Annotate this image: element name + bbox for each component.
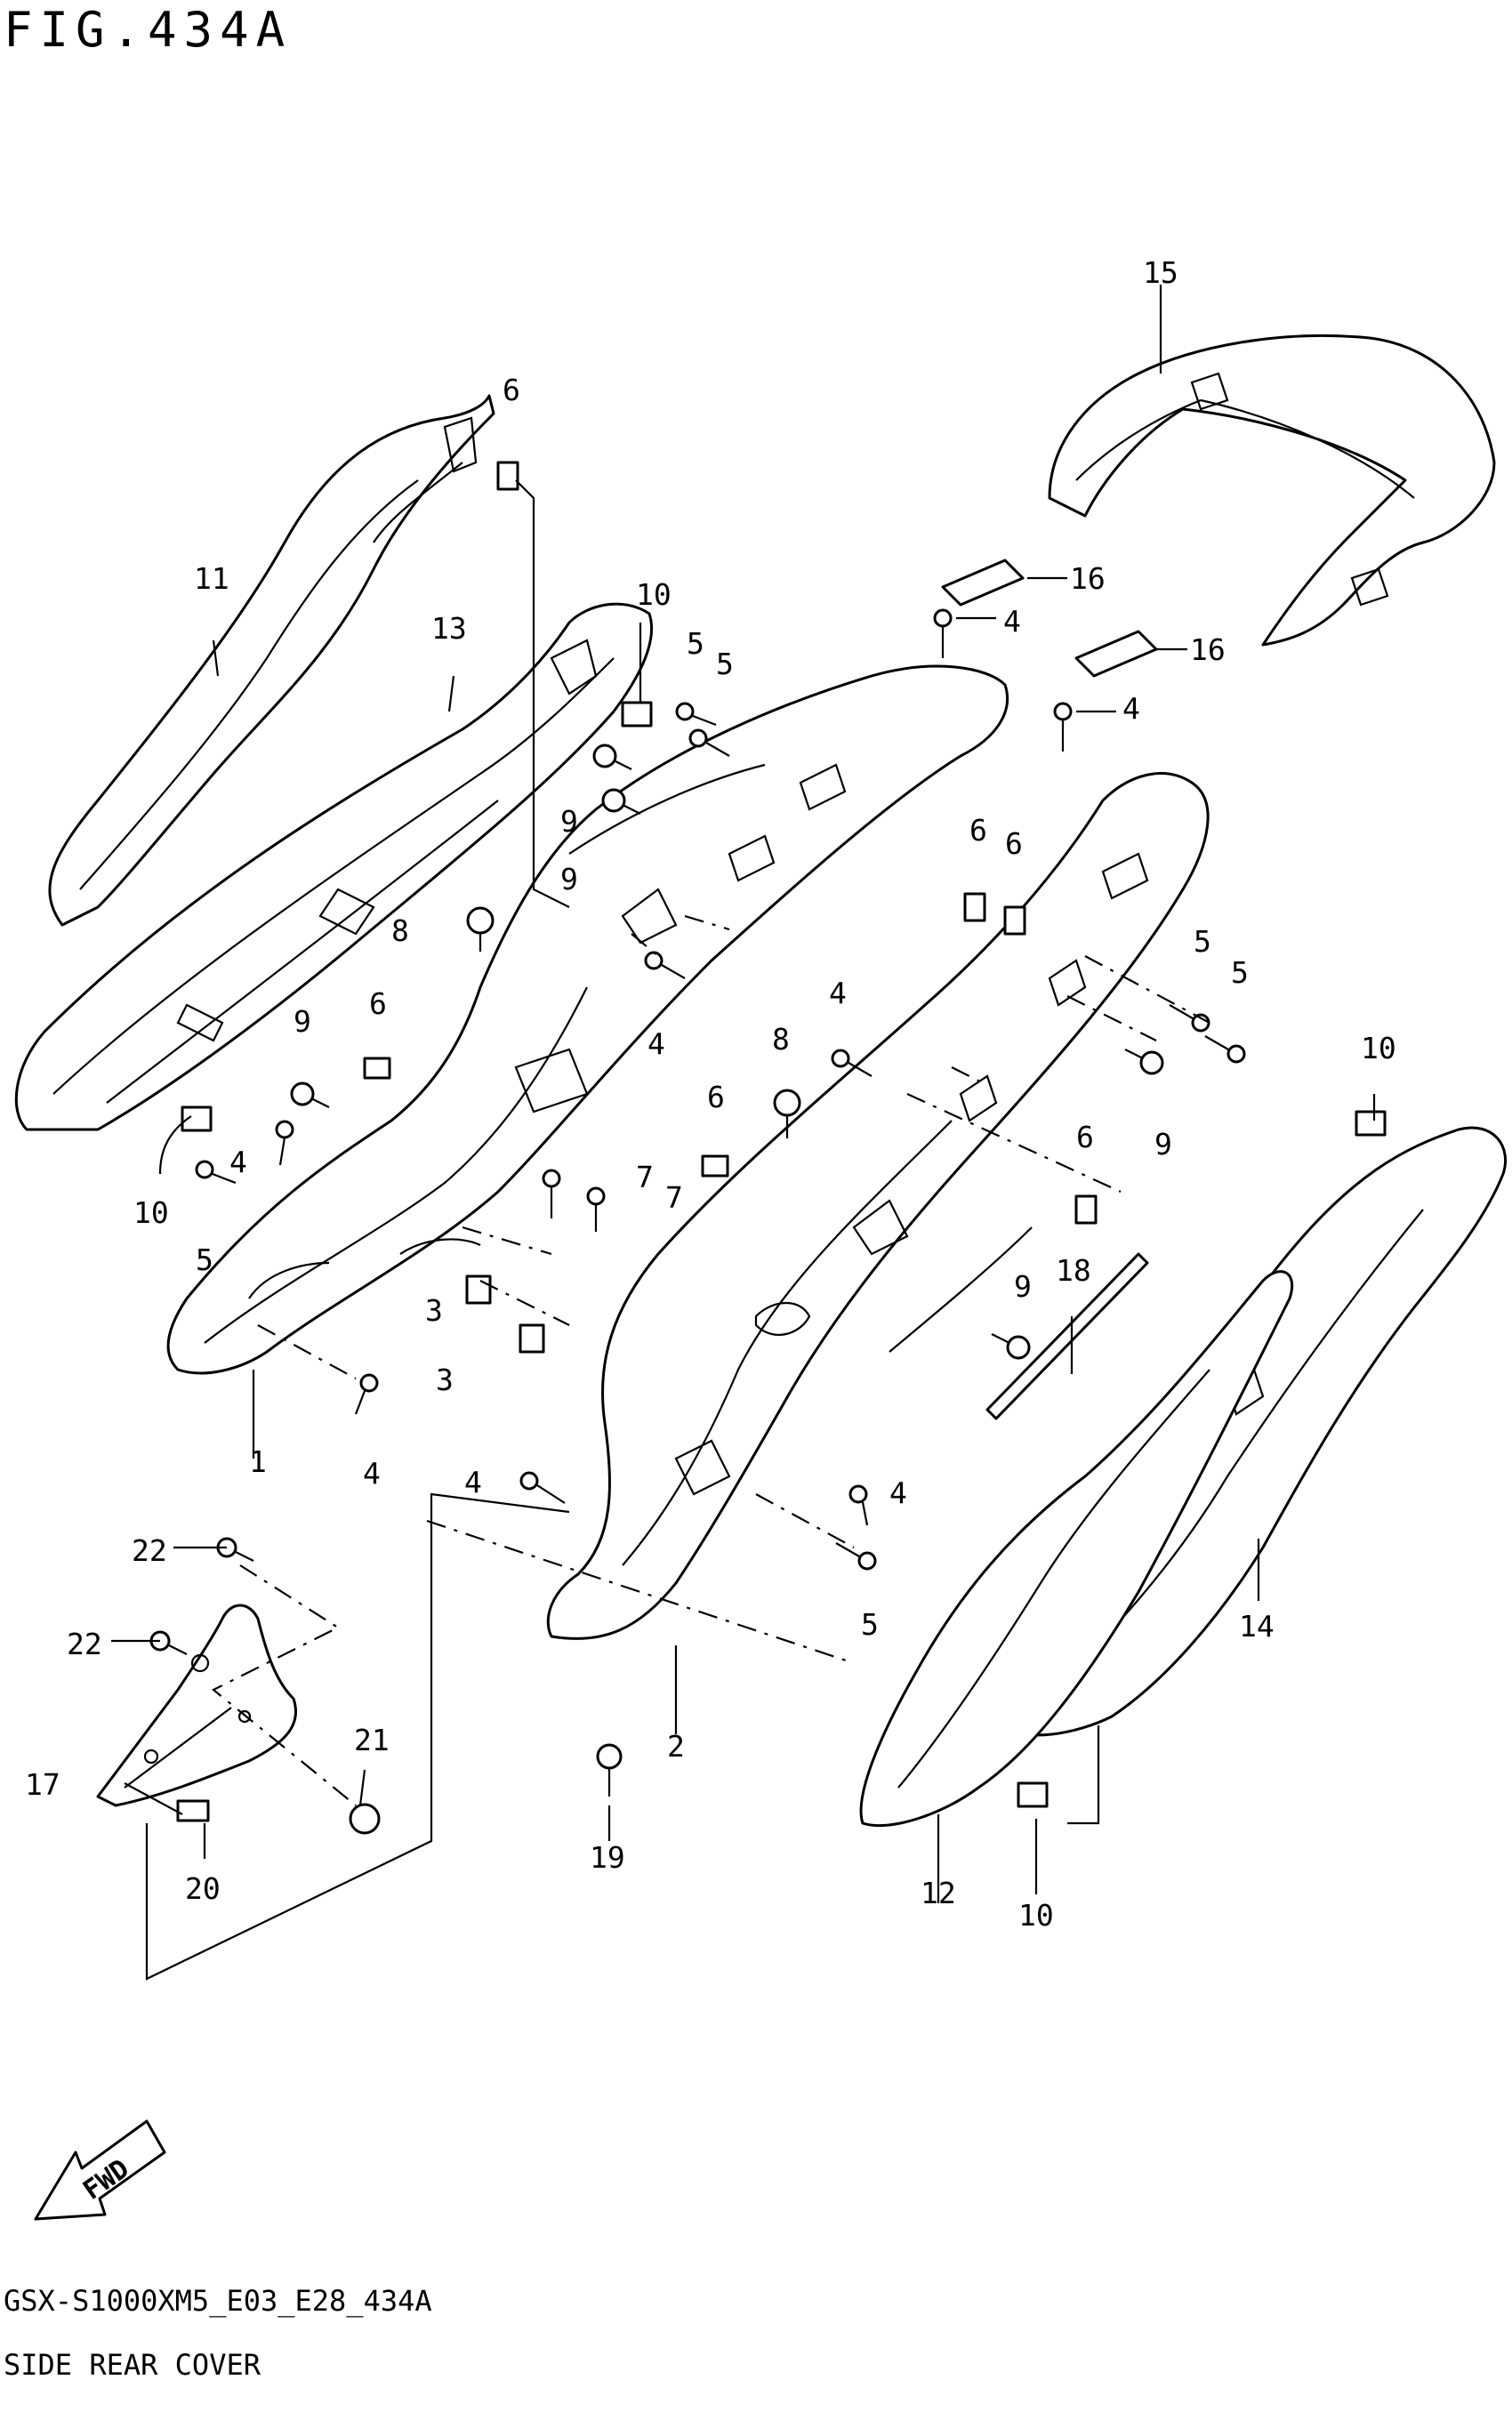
callout-5: 5: [1194, 924, 1211, 959]
callout-13: 13: [431, 611, 467, 646]
callout-5: 5: [716, 647, 734, 681]
part-12-lower-cover: [859, 1270, 1294, 1828]
callout-labels: 1 2 3 3 4 4 4 4 4 4 4 4 5 5 5 5 5 5 6 6 …: [25, 255, 1396, 1933]
part-1-frame-cover: [166, 664, 1009, 1375]
callout-3: 3: [436, 1363, 454, 1397]
part-13-inner-cover: [14, 602, 654, 1131]
part-17-bracket: [96, 1604, 298, 1807]
callout-14: 14: [1239, 1609, 1275, 1644]
callout-12: 12: [921, 1876, 956, 1910]
figure-title: FIG.434A: [4, 2, 293, 58]
callout-10: 10: [133, 1195, 169, 1230]
callout-10: 10: [1361, 1031, 1396, 1065]
leader-lines: [111, 285, 1376, 1981]
callout-6: 6: [1005, 826, 1023, 861]
callout-22: 22: [67, 1627, 102, 1661]
callout-9: 9: [560, 862, 578, 896]
part-15-grab-cover: [1048, 334, 1496, 647]
callout-17: 17: [25, 1767, 60, 1802]
callout-20: 20: [185, 1871, 221, 1906]
callout-10: 10: [636, 577, 672, 612]
callout-15: 15: [1143, 255, 1178, 290]
callout-11: 11: [194, 561, 229, 596]
callout-5: 5: [1231, 955, 1249, 990]
callout-6: 6: [1076, 1120, 1094, 1154]
callout-4: 4: [363, 1456, 381, 1491]
callout-10: 10: [1018, 1898, 1054, 1933]
callout-16: 16: [1190, 632, 1226, 667]
part-11-side-cover: [48, 394, 495, 927]
callout-8: 8: [772, 1022, 790, 1057]
callout-21: 21: [354, 1723, 390, 1757]
callout-4: 4: [889, 1475, 907, 1510]
callout-6: 6: [503, 373, 520, 407]
callout-4: 4: [464, 1465, 482, 1499]
callout-9: 9: [1014, 1269, 1032, 1304]
callout-4: 4: [647, 1026, 665, 1061]
callout-9: 9: [560, 804, 578, 839]
callout-4: 4: [229, 1145, 247, 1179]
callout-6: 6: [707, 1080, 725, 1114]
callout-5: 5: [196, 1242, 213, 1277]
callout-7: 7: [636, 1160, 654, 1194]
callout-6: 6: [969, 813, 987, 848]
part-18-strip: [985, 1252, 1149, 1420]
callout-4: 4: [1122, 691, 1140, 726]
callout-18: 18: [1056, 1253, 1091, 1288]
callout-2: 2: [667, 1729, 685, 1764]
callout-4: 4: [829, 976, 847, 1010]
callout-5: 5: [861, 1607, 879, 1642]
part-16-labels: [941, 559, 1158, 678]
callout-9: 9: [294, 1004, 311, 1039]
callout-6: 6: [369, 986, 387, 1021]
callout-16: 16: [1070, 561, 1106, 596]
callout-7: 7: [665, 1180, 683, 1215]
callout-9: 9: [1154, 1127, 1172, 1162]
callout-5: 5: [687, 626, 704, 661]
figure-code: GSX-S1000XM5_E03_E28_434A: [4, 2284, 432, 2318]
figure-name: SIDE REAR COVER: [4, 2348, 261, 2382]
fwd-arrow-icon: FWD: [34, 2119, 166, 2221]
callout-19: 19: [590, 1840, 625, 1875]
callout-22: 22: [132, 1533, 167, 1568]
alignment-lines: [211, 914, 1210, 1806]
callout-4: 4: [1003, 604, 1021, 639]
callout-1: 1: [249, 1444, 267, 1479]
callout-3: 3: [425, 1293, 443, 1328]
fasteners: [149, 461, 1387, 1835]
callout-8: 8: [391, 913, 409, 948]
part-2-rear-fender: [546, 772, 1210, 1640]
